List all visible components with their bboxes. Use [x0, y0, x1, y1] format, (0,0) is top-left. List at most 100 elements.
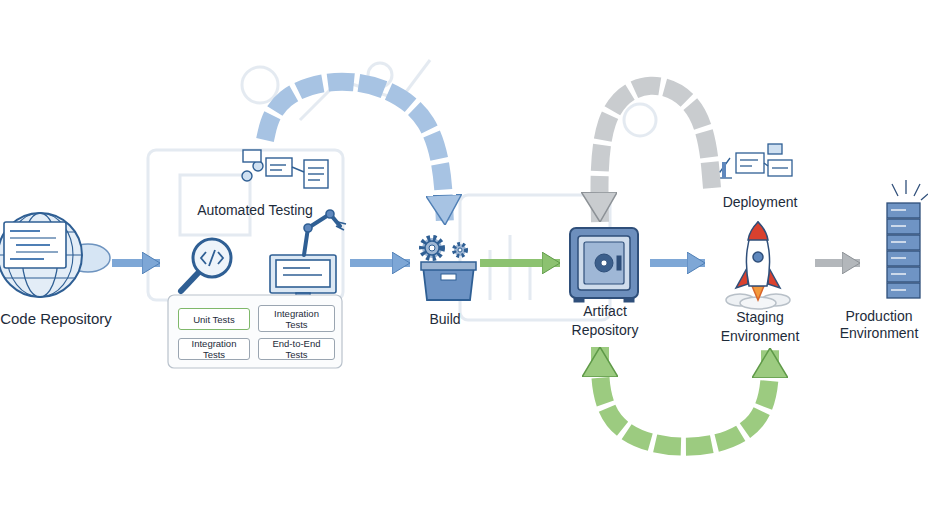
safe-icon [578, 236, 630, 290]
chart-icons [764, 163, 768, 166]
stage-node: DeploymentStaging Environment [705, 188, 815, 348]
faded-background [509, 235, 512, 300]
build-icon [454, 244, 466, 256]
server-icon [905, 180, 906, 194]
server-icon [887, 203, 920, 218]
build-icon [441, 274, 456, 280]
test-label: Integration Tests [181, 338, 247, 360]
test-icons [270, 169, 282, 170]
test-icons [242, 150, 328, 188]
globe-icon [10, 230, 40, 232]
server-icon [887, 267, 920, 282]
faded-background [368, 63, 392, 87]
globe-icon [0, 213, 82, 297]
globe-icon [10, 237, 56, 239]
chart-icons [768, 160, 792, 176]
test-icons [304, 160, 328, 188]
flow-arrow [350, 259, 410, 267]
robot-monitor-icon [304, 224, 312, 232]
safe-icon [570, 228, 638, 302]
safe-icon [595, 254, 613, 272]
stage-label: Code Repository [0, 310, 112, 328]
robot-monitor-icon [283, 274, 322, 276]
test-box: End-to-End Tests [258, 338, 335, 360]
server-icon [891, 225, 906, 226]
build-icon [425, 241, 439, 255]
server-icon [891, 273, 906, 274]
test-box: Integration Tests [178, 338, 250, 360]
chart-icons [740, 159, 758, 160]
server-icon [921, 194, 928, 200]
magnifier-icon [193, 239, 231, 277]
stage-label: Build [410, 311, 480, 328]
server-icon [891, 289, 906, 290]
server-icon [887, 219, 920, 234]
robot-monitor-icon [326, 210, 334, 218]
test-icons [292, 167, 304, 172]
safe-icon [601, 260, 607, 266]
test-label: Integration Tests [267, 308, 327, 330]
server-icon [892, 184, 898, 196]
stage-node: Code Repository [0, 195, 112, 335]
safe-icon [574, 298, 584, 302]
stage-label: Production Environment [830, 308, 928, 342]
robot-monitor-icon [336, 222, 346, 230]
robot-monitor-icon [270, 210, 346, 299]
faded-background [242, 67, 278, 103]
server-icon [887, 180, 928, 298]
build-icon [421, 262, 476, 270]
globe-icon [4, 277, 76, 278]
rocket-icon [753, 252, 763, 262]
chart-icons [708, 170, 712, 178]
rocket-icon [746, 222, 769, 286]
globe-icon [10, 258, 44, 260]
safe-icon [624, 298, 634, 302]
server-icon [887, 251, 920, 266]
stage-node: Build [410, 225, 480, 335]
flow-arrow [112, 259, 160, 267]
stage-label: Artifact Repository [560, 302, 650, 340]
safe-icon [617, 256, 621, 270]
chart-icons [715, 166, 719, 178]
robot-monitor-icon [276, 260, 330, 287]
test-box: Unit Tests [178, 308, 250, 330]
test-label: Unit Tests [193, 314, 235, 325]
flow-arrow [650, 259, 705, 267]
flow-arrow [815, 259, 860, 267]
globe-icon [16, 251, 58, 253]
magnifier-icon [181, 239, 231, 291]
faded-background [624, 104, 656, 136]
stage-node: Production Environment [860, 190, 928, 345]
build-icon [422, 238, 442, 258]
test-icons [308, 173, 324, 174]
stage-label: Staging Environment [705, 308, 815, 346]
faded-background [529, 260, 532, 300]
globe-icon [4, 222, 66, 268]
globe-icon [16, 244, 50, 246]
robot-monitor-icon [304, 214, 340, 255]
chart-icons [736, 153, 764, 173]
safe-icon [584, 242, 624, 284]
globe-icon [0, 213, 110, 297]
stage-group: Automated TestingUnit TestsIntegration T… [160, 140, 350, 372]
server-icon [891, 241, 906, 242]
test-icons [270, 164, 286, 165]
test-icons [308, 179, 320, 180]
test-icons [243, 150, 261, 162]
flow-arrow [480, 259, 560, 267]
build-icon [423, 266, 474, 300]
server-icon [887, 235, 920, 250]
robot-monitor-icon [270, 255, 336, 293]
chart-icons [722, 162, 726, 178]
test-label: End-to-End Tests [261, 338, 332, 360]
faded-background [148, 150, 343, 300]
test-box: Integration Tests [258, 305, 335, 332]
stage-heading: Deployment [705, 194, 815, 211]
rocket-icon [726, 222, 790, 309]
rocket-icon [748, 222, 768, 240]
test-icons [266, 158, 292, 176]
